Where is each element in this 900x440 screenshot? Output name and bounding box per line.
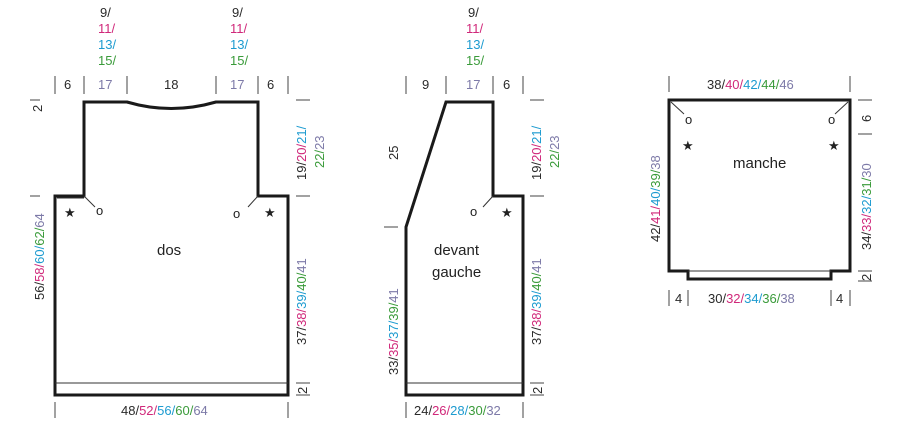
dos-top-rib-left: 2 [30,105,45,112]
dos-piece: ★ o o ★ dos 9/ 11/ 13/ 15/ 17 9/ 11/ 13/… [30,5,327,418]
manche-outline [667,98,852,281]
dos-outline [53,100,290,397]
dos-shoulder-left: 6 [64,77,71,92]
devant-neck-width: 9 [422,77,429,92]
dos-label: dos [157,242,181,259]
dos-rib-height: 2 [295,387,310,394]
devant-side-length: 37/38/39/40/41 [529,258,544,345]
manche-piece: o ★ o ★ manche 38/40/42/44/46 42/41/40/3… [648,76,874,306]
manche-star-left: ★ [682,138,694,153]
manche-cap-height: 6 [859,115,874,122]
devant-outline [404,100,525,397]
dos-armhole-depth: 19/20/21/ [294,125,309,180]
manche-circle-left: o [685,112,692,127]
devant-top-sizes: 9/ 11/ 13/ 15/ 17 [466,5,488,92]
manche-star-right: ★ [828,138,840,153]
devant-circle: o [470,204,477,219]
dos-total-length: 56/58/60/62/64 [32,213,47,300]
dos-width: 48/52/56/60/64 [121,403,208,418]
manche-label: manche [733,155,786,172]
manche-side-length: 34/33/32/31/30 [859,163,874,250]
manche-rib-height: 2 [859,274,874,281]
dos-armhole-depth-2: 22/23 [312,135,327,168]
devant-neck-depth: 25 [386,146,401,160]
dos-top-sizes-right: 9/ 11/ 13/ 15/ 17 [230,5,252,92]
manche-top-width: 38/40/42/44/46 [707,77,794,92]
dos-top-sizes-left: 9/ 11/ 13/ 15/ 17 [98,5,120,92]
devant-shoulder: 6 [503,77,510,92]
dos-circle-left: o [96,203,103,218]
devant-armhole-depth: 19/20/21/ [529,125,544,180]
dos-star-left: ★ [64,205,76,220]
dos-side-length: 37/38/39/40/41 [294,258,309,345]
devant-label-1: devant [434,242,480,259]
manche-bottom-width: 30/32/34/36/38 [708,291,795,306]
devant-piece: o ★ devant gauche 9/ 11/ 13/ 15/ 17 9 6 … [384,5,562,418]
devant-front-length: 33/35/37/39/41 [386,288,401,375]
devant-star: ★ [501,205,513,220]
devant-rib-height: 2 [530,387,545,394]
dos-neck-width: 18 [164,77,178,92]
dos-circle-right: o [233,206,240,221]
devant-width: 24/26/28/30/32 [414,403,501,418]
manche-side-left: 4 [675,291,682,306]
dos-star-right: ★ [264,205,276,220]
manche-height: 42/41/40/39/38 [648,155,663,242]
manche-side-right: 4 [836,291,843,306]
devant-armhole-depth-2: 22/23 [547,135,562,168]
dos-shoulder-right: 6 [267,77,274,92]
devant-label-2: gauche [432,264,481,281]
manche-circle-right: o [828,112,835,127]
